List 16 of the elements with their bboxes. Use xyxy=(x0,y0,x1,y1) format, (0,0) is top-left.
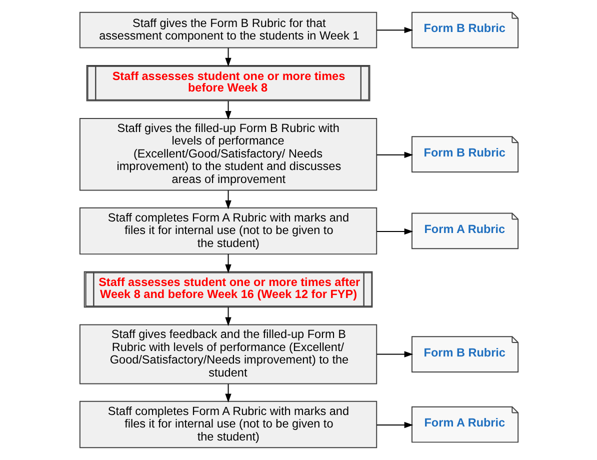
arrow xyxy=(224,384,231,403)
node-box: Staff gives the filled-up Form B Rubric with levels of performance (Excellent/Good/Satisfactory/ Needs improvement) to the student and discusses areas of improvement xyxy=(78,118,377,191)
arrow xyxy=(376,351,413,358)
node-box: Staff completes Form A Rubric with marks and files it for internal use (not to be given to the student) xyxy=(78,207,377,255)
node-box: Staff gives the Form B Rubric for that assessment component to the students in Week 1 xyxy=(78,12,377,48)
arrow xyxy=(224,48,231,67)
arrow xyxy=(224,306,231,326)
arrow xyxy=(224,190,231,210)
arrow xyxy=(224,254,231,274)
arrow xyxy=(376,422,413,428)
node-box: Staff completes Form A Rubric with marks and files it for internal use (not to be given to the student) xyxy=(78,400,377,448)
arrow xyxy=(376,152,413,158)
node-box: Staff gives feedback and the filled-up Form B Rubric with levels of performance (Excellent/ Good/Satisfactory/Needs improvement) to the student xyxy=(78,324,377,384)
arrow xyxy=(376,228,413,235)
arrow xyxy=(224,100,231,120)
arrow xyxy=(376,26,413,34)
